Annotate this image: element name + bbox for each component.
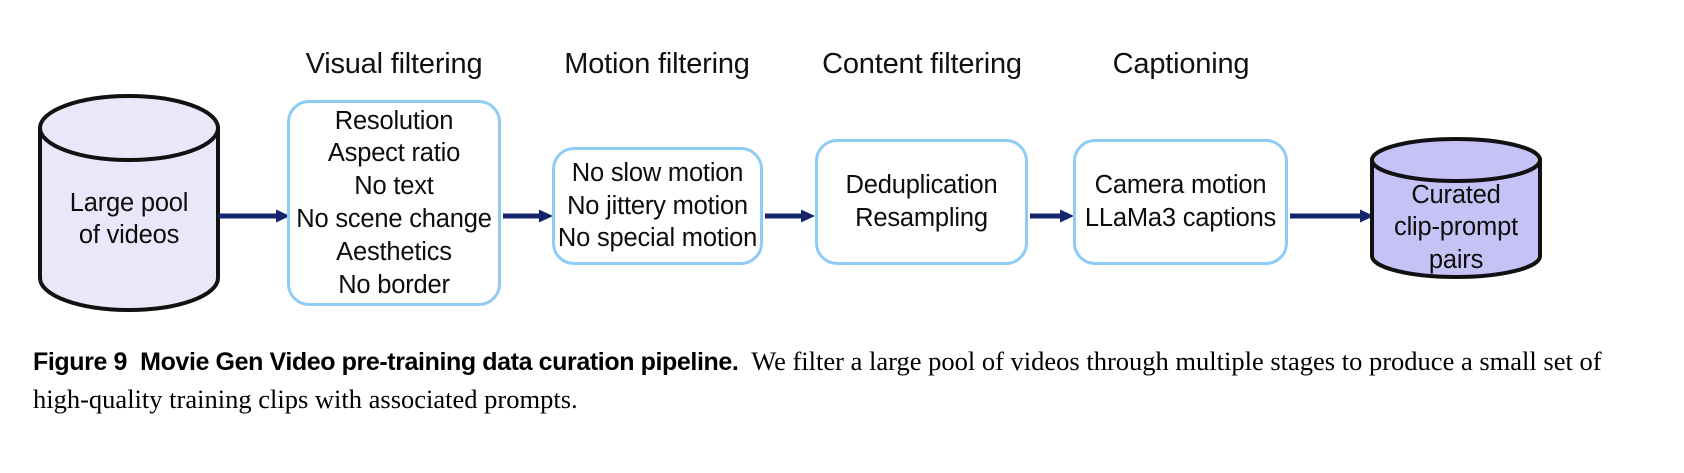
arrow-captioning-to-output xyxy=(1290,208,1374,224)
stage-box-content-filtering[interactable]: Deduplication Resampling xyxy=(815,139,1028,265)
stage-title-visual-filtering: Visual filtering xyxy=(305,48,483,80)
stage-title-captioning: Captioning xyxy=(1112,48,1250,80)
cylinder-top-ellipse xyxy=(38,94,220,162)
stage-title-motion-filtering: Motion filtering xyxy=(564,48,750,80)
stage-item: No text xyxy=(354,172,434,201)
stage-item: No special motion xyxy=(557,224,758,253)
cylinder-top-ellipse xyxy=(1370,137,1542,183)
stage-items-motion-filtering: No slow motion No jittery motion No spec… xyxy=(558,157,757,255)
stage-items-visual-filtering: Resolution Aspect ratio No text No scene… xyxy=(296,105,492,302)
stage-items-content-filtering: Deduplication Resampling xyxy=(846,169,998,235)
stage-item: No border xyxy=(338,270,450,299)
stage-item: Camera motion xyxy=(1094,171,1267,200)
output-datastore-cylinder: Curated clip-prompt pairs xyxy=(1366,137,1546,285)
stage-items-captioning: Camera motion LLaMa3 captions xyxy=(1085,169,1276,235)
stage-item: No jittery motion xyxy=(567,191,748,220)
stage-box-captioning[interactable]: Camera motion LLaMa3 captions xyxy=(1073,139,1288,265)
caption-figure-label: Figure 9 xyxy=(33,348,128,376)
stage-title-content-filtering: Content filtering xyxy=(822,48,1022,80)
stage-item: Aspect ratio xyxy=(327,139,461,168)
source-datastore-cylinder: Large pool of videos xyxy=(34,92,224,314)
figure-caption: Figure 9 Movie Gen Video pre-training da… xyxy=(33,343,1658,418)
stage-item: No slow motion xyxy=(571,158,744,187)
cylinder-body xyxy=(38,126,220,312)
stage-item: LLaMa3 captions xyxy=(1084,204,1277,232)
arrow-content-to-captioning xyxy=(1030,208,1074,224)
stage-item: Aesthetics xyxy=(336,237,452,266)
caption-body-text: We filter a large pool of videos through… xyxy=(33,346,1602,414)
stage-item: Resolution xyxy=(334,106,454,135)
stage-box-motion-filtering[interactable]: No slow motion No jittery motion No spec… xyxy=(552,147,763,265)
arrow-visual-to-motion-filtering xyxy=(503,208,553,224)
arrow-motion-to-content-filtering xyxy=(765,208,815,224)
stage-item: No scene change xyxy=(296,205,492,233)
stage-item: Deduplication xyxy=(845,171,998,200)
caption-bold-title: Movie Gen Video pre-training data curati… xyxy=(140,348,739,376)
stage-box-visual-filtering[interactable]: Resolution Aspect ratio No text No scene… xyxy=(287,100,501,306)
stage-item: Resampling xyxy=(855,204,988,232)
arrow-source-to-visual-filtering xyxy=(218,208,290,224)
cylinder-body xyxy=(1370,158,1542,279)
